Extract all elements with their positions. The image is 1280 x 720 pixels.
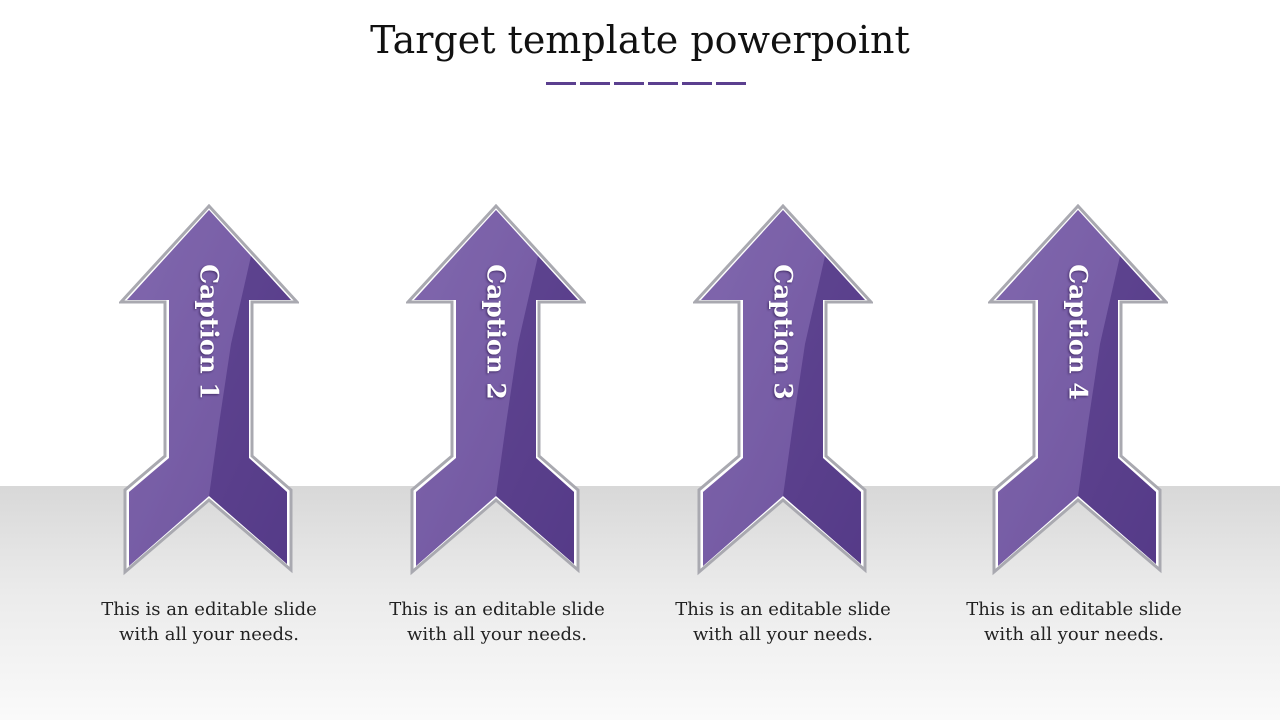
up-arrow-icon — [988, 204, 1168, 576]
underline-dash — [546, 82, 576, 85]
description-line: with all your needs. — [119, 624, 299, 645]
up-arrow-icon — [693, 204, 873, 576]
up-arrow-icon — [119, 204, 299, 576]
description-line: This is an editable slide — [389, 599, 605, 620]
description-line: This is an editable slide — [966, 599, 1182, 620]
description-line: with all your needs. — [984, 624, 1164, 645]
underline-dash — [682, 82, 712, 85]
description-text-2[interactable]: This is an editable slide with all your … — [377, 597, 617, 647]
title-underline-dashes — [546, 82, 746, 86]
arrow-shape-1[interactable]: Caption 1 — [119, 204, 299, 576]
underline-dash — [614, 82, 644, 85]
description-line: This is an editable slide — [101, 599, 317, 620]
up-arrow-icon — [406, 204, 586, 576]
underline-dash — [716, 82, 746, 85]
caption-label: Caption 2 — [481, 264, 511, 400]
description-line: with all your needs. — [693, 624, 873, 645]
underline-dash — [648, 82, 678, 85]
slide-title[interactable]: Target template powerpoint — [370, 18, 910, 62]
description-text-4[interactable]: This is an editable slide with all your … — [954, 597, 1194, 647]
underline-dash — [580, 82, 610, 85]
caption-label: Caption 1 — [194, 264, 224, 400]
caption-label: Caption 3 — [768, 264, 798, 400]
arrow-shape-3[interactable]: Caption 3 — [693, 204, 873, 576]
description-line: This is an editable slide — [675, 599, 891, 620]
description-text-3[interactable]: This is an editable slide with all your … — [663, 597, 903, 647]
caption-label: Caption 4 — [1063, 264, 1093, 400]
arrow-shape-2[interactable]: Caption 2 — [406, 204, 586, 576]
arrow-shape-4[interactable]: Caption 4 — [988, 204, 1168, 576]
description-line: with all your needs. — [407, 624, 587, 645]
description-text-1[interactable]: This is an editable slide with all your … — [89, 597, 329, 647]
floor-gradient — [0, 486, 1280, 720]
